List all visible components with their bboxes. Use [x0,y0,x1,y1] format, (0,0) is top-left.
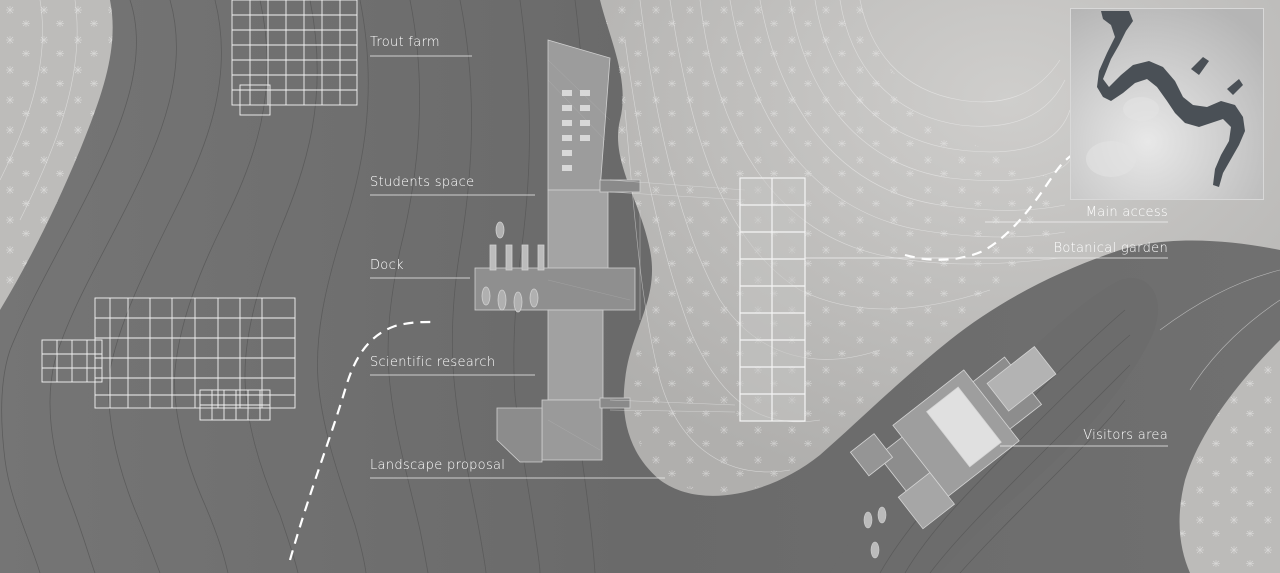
trout-farm-grid [231,0,358,116]
land-bottom-right-trees [1179,340,1280,573]
label-dock: Dock [370,258,404,273]
reservoir-shape [1097,11,1245,187]
land-left-trees [0,0,113,310]
visitors-dock [863,506,887,559]
label-main-access: Main access [1085,205,1168,220]
location-map-inset [1070,8,1264,200]
land-main-trees [600,0,1060,493]
botanical-garden-grid [739,177,806,422]
leader-lines [370,55,1168,479]
water-contours [1,0,1131,573]
pier-complex [474,39,641,463]
label-landscape-proposal: Landscape proposal [370,458,506,473]
label-trout-farm: Trout farm [370,35,440,50]
label-visitors-area: Visitors area [1083,428,1168,443]
label-students-space: Students space [370,175,475,190]
aquaculture-grid [41,297,296,421]
pier-hatch [547,59,631,451]
location-map-icon [1071,9,1263,199]
access-path-icon [288,154,1073,561]
label-scientific-research: Scientific research [370,355,496,370]
label-botanical-garden: Botanical garden [1053,241,1168,256]
visitors-building [849,345,1057,530]
connector-lines [609,179,746,413]
